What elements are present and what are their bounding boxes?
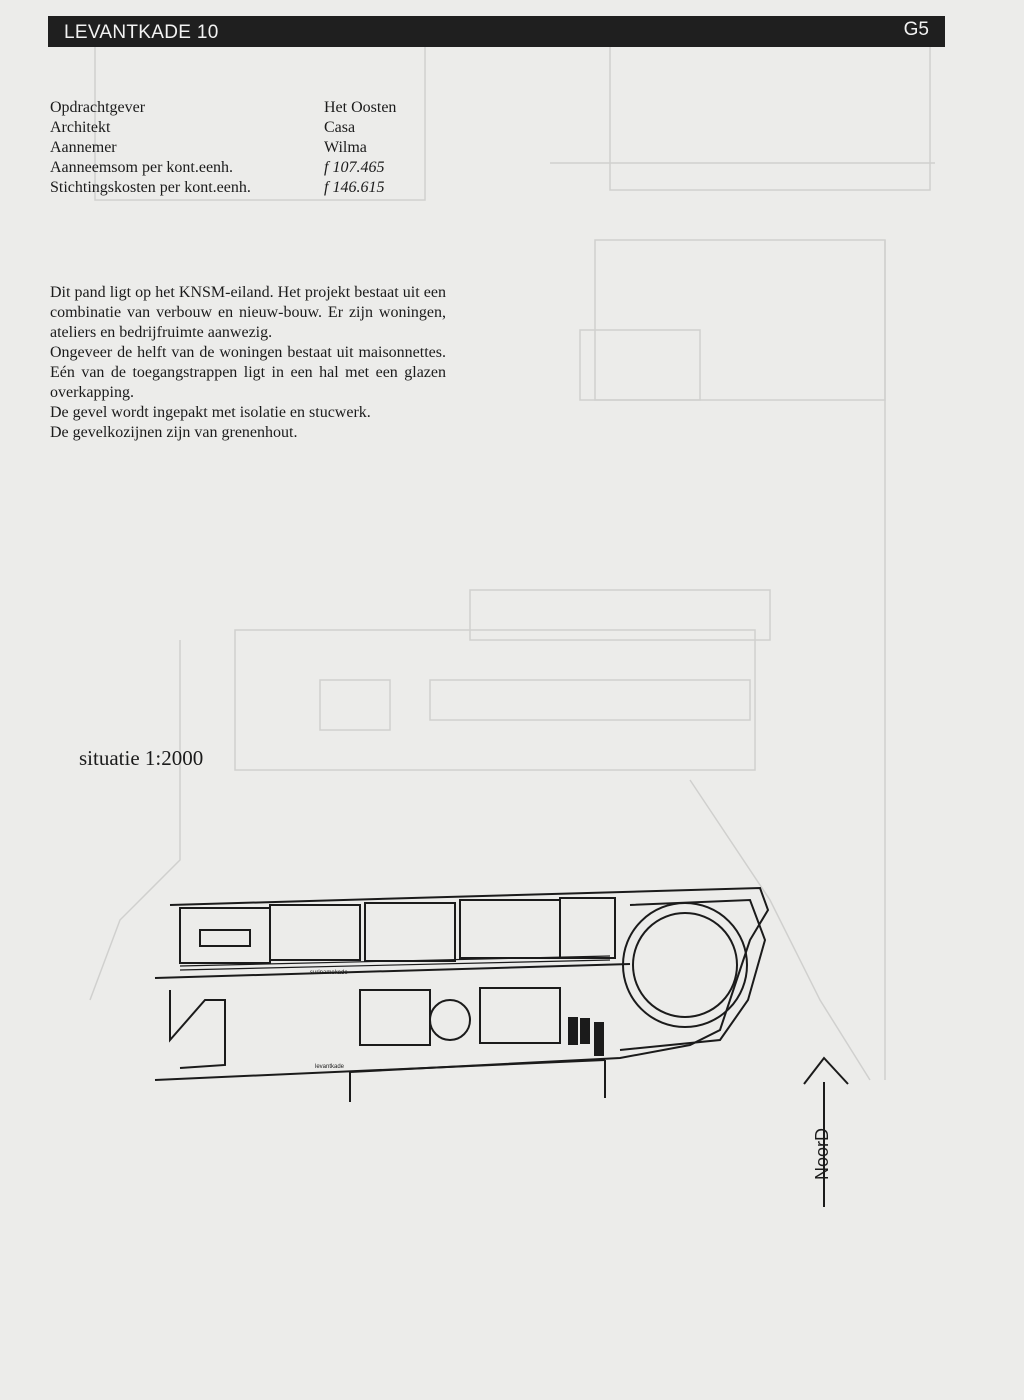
- building-block: [359, 989, 431, 1046]
- round-building-inner: [632, 912, 738, 1018]
- info-label: Aannemer: [50, 139, 117, 156]
- project-building: [594, 1022, 604, 1056]
- street-label: surinamekade: [310, 970, 348, 976]
- info-row-stichtingskosten: Stichtingskosten per kont.eenh. f 146.61…: [50, 178, 396, 198]
- building-block: [479, 987, 561, 1044]
- info-value: Het Oosten: [324, 99, 397, 116]
- info-row-architekt: Architekt Casa: [50, 118, 396, 138]
- info-label: Stichtingskosten per kont.eenh.: [50, 179, 251, 196]
- description-paragraph: Dit pand ligt op het KNSM-eiland. Het pr…: [50, 284, 446, 341]
- info-value: f 146.615: [324, 179, 385, 196]
- info-row-opdrachtgever: Opdrachtgever Het Oosten: [50, 98, 396, 118]
- description-paragraph: De gevel wordt ingepakt met isolatie en …: [50, 404, 371, 421]
- situation-label: situatie 1:2000: [79, 746, 204, 770]
- project-info-table: Opdrachtgever Het Oosten Architekt Casa …: [50, 98, 396, 198]
- site-upper-edge: [154, 963, 631, 979]
- info-value: Casa: [324, 119, 356, 136]
- building-block: [179, 907, 271, 964]
- round-building-wing: [619, 898, 767, 1051]
- building-block: [269, 904, 361, 961]
- page-code: G5: [903, 19, 929, 40]
- building-block: [459, 899, 561, 959]
- info-value: f 107.465: [324, 159, 385, 176]
- info-value: Wilma: [324, 139, 367, 156]
- page-title: LEVANTKADE 10: [64, 22, 219, 43]
- info-row-aanneemsom: Aanneemsom per kont.eenh. f 107.465: [50, 158, 396, 178]
- building-courtyard: [429, 999, 471, 1041]
- description-paragraph: Ongeveer de helft van de woningen bestaa…: [50, 344, 446, 401]
- street-label: levantkade: [315, 1064, 345, 1070]
- north-arrow-icon: NoorD: [803, 1056, 849, 1207]
- info-label: Architekt: [50, 119, 111, 136]
- building-block: [364, 902, 456, 962]
- info-label: Aanneemsom per kont.eenh.: [50, 159, 234, 176]
- project-building: [580, 1018, 590, 1044]
- building-block: [169, 990, 226, 1069]
- site-plan-map: surinamekade levantkade: [154, 886, 770, 1102]
- description-paragraph: De gevelkozijnen zijn van grenenhout.: [50, 424, 298, 441]
- building-block: [199, 929, 251, 947]
- info-row-aannemer: Aannemer Wilma: [50, 138, 396, 158]
- round-building-outer: [622, 902, 748, 1028]
- page-header-bar: LEVANTKADE 10 G5: [48, 16, 945, 47]
- info-label: Opdrachtgever: [50, 99, 146, 116]
- building-block: [559, 897, 616, 959]
- site-outline: [169, 886, 770, 1102]
- project-description: Dit pand ligt op het KNSM-eiland. Het pr…: [50, 283, 446, 443]
- site-lower-edge: [154, 1059, 606, 1081]
- project-building: [568, 1017, 578, 1045]
- north-label: NoorD: [812, 1128, 832, 1180]
